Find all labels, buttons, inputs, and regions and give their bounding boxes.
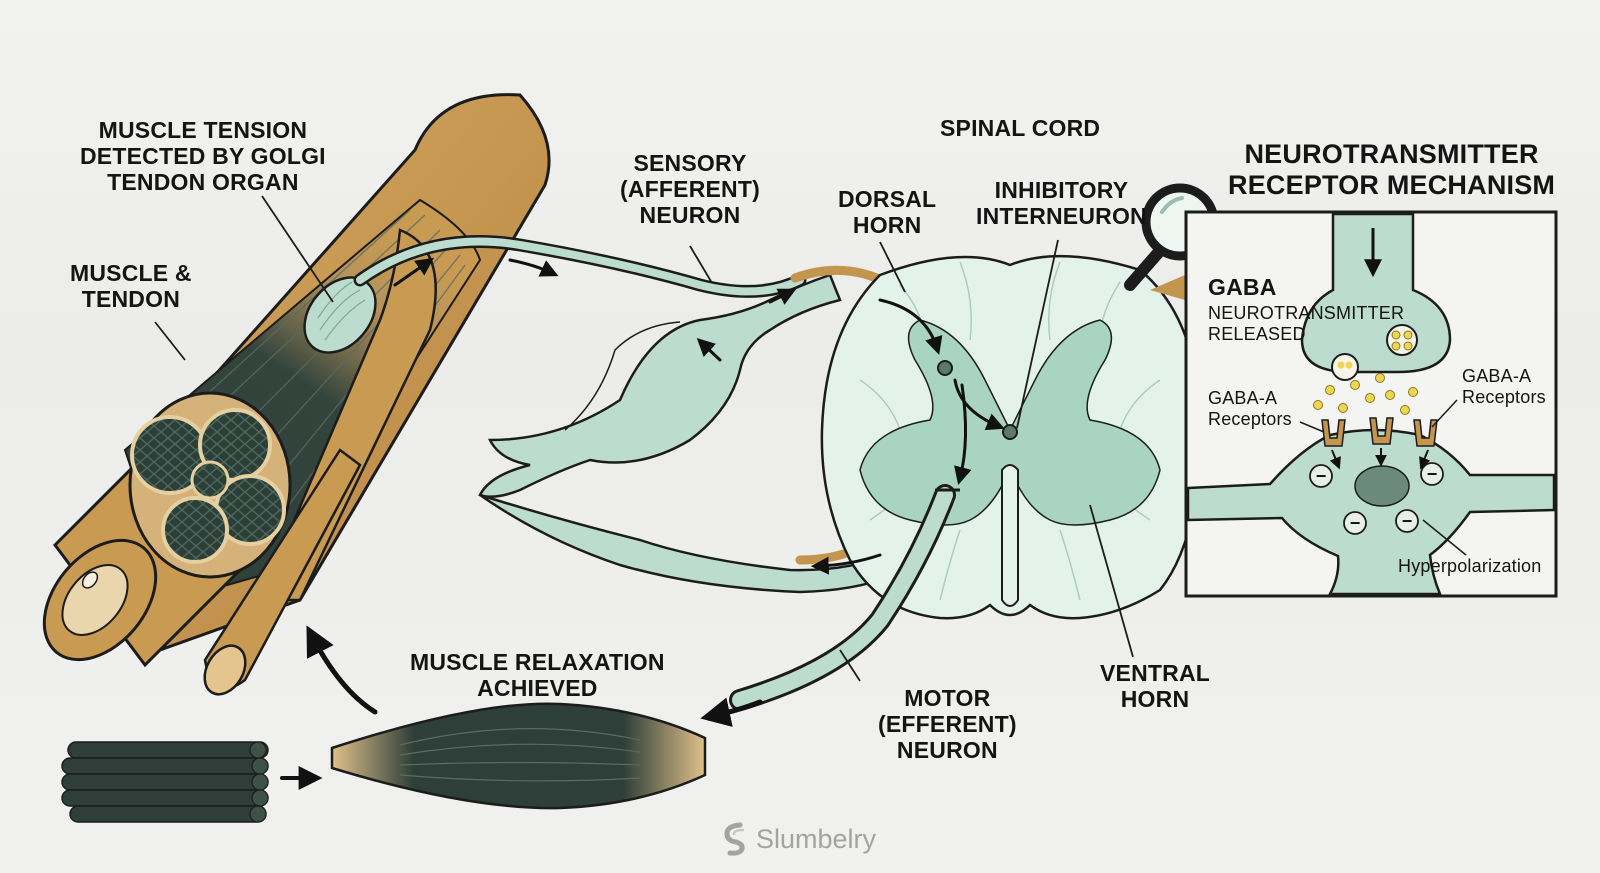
spinal-cord-cross-section	[729, 254, 1202, 711]
nucleus	[1354, 465, 1410, 507]
spinal-cord-grey-matter	[859, 319, 1161, 526]
ion-symbol: −	[1316, 466, 1327, 486]
watermark: Slumbelry	[720, 822, 876, 856]
arrow-relax-loop	[306, 625, 378, 715]
arrow-to-motor	[954, 383, 972, 485]
dorsal-root-ganglion	[478, 273, 842, 498]
label-motor-neuron: MOTOR(EFFERENT)NEURON	[878, 685, 1017, 763]
muscle-tendon-illustration	[42, 93, 551, 696]
muscle-cross-section	[42, 391, 292, 668]
synaptic-vesicles	[1331, 324, 1418, 381]
label-sensory-neuron: SENSORY(AFFERENT)NEURON	[620, 150, 760, 228]
chloride-ions	[1309, 462, 1444, 535]
inhibitory-interneuron-body	[1002, 424, 1018, 440]
label-muscle-tendon: MUSCLE &TENDON	[70, 260, 192, 312]
anterior-median-fissure	[1001, 464, 1019, 607]
ion-symbol: −	[1402, 511, 1413, 531]
arrow-into-cord	[878, 298, 943, 355]
arrow-motor-out	[700, 697, 763, 727]
label-hyperpolarization: Hyperpolarization	[1398, 556, 1542, 576]
arrow-dorsal-root	[768, 288, 797, 305]
label-leader-lines	[154, 195, 1134, 682]
arrow-golgi-up	[393, 257, 434, 287]
label-gaba: GABA	[1208, 274, 1277, 300]
ion-symbol: −	[1350, 513, 1361, 533]
gaba-a-receptors	[1321, 417, 1438, 447]
arrow-sensory	[508, 258, 559, 277]
relaxed-muscle	[330, 702, 707, 810]
signal-flow-arrows	[280, 257, 1005, 790]
arrow-to-interneuron	[953, 378, 1005, 431]
brand-name: Slumbelry	[756, 823, 877, 854]
sensory-terminal	[937, 360, 953, 376]
postsynaptic-neuron	[1186, 428, 1556, 596]
arrow-ganglion	[696, 338, 722, 362]
receptor-mechanism-inset: − − − −	[1184, 210, 1558, 598]
gaba-molecules	[1313, 373, 1418, 415]
arrow-ventral-root	[810, 553, 882, 575]
slumbelry-logo-icon	[724, 822, 745, 856]
ion-symbol: −	[1427, 464, 1438, 484]
label-spinal-cord: SPINAL CORD	[940, 115, 1101, 141]
fiber-bundle	[61, 741, 269, 823]
magnifier-icon	[1124, 183, 1219, 300]
